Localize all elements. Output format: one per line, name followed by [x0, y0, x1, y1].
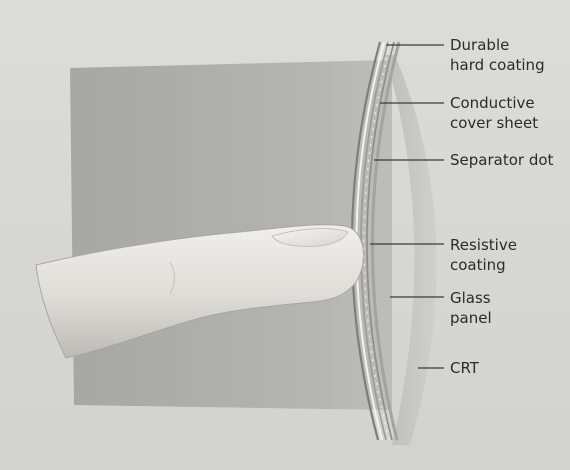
label-resistive-line2: coating — [450, 256, 506, 274]
label-crt-line1: CRT — [450, 359, 480, 377]
label-durable-line1: Durable — [450, 36, 509, 54]
label-glass-line1: Glass — [450, 289, 491, 307]
label-durable-line2: hard coating — [450, 56, 545, 74]
label-resistive-line1: Resistive — [450, 236, 517, 254]
label-glass-line2: panel — [450, 309, 492, 327]
label-conductive-line1: Conductive — [450, 94, 535, 112]
label-separator-dot: Separator dot — [450, 151, 554, 169]
label-crt: CRT — [450, 359, 480, 377]
label-separator-line1: Separator dot — [450, 151, 554, 169]
label-conductive-line2: cover sheet — [450, 114, 538, 132]
